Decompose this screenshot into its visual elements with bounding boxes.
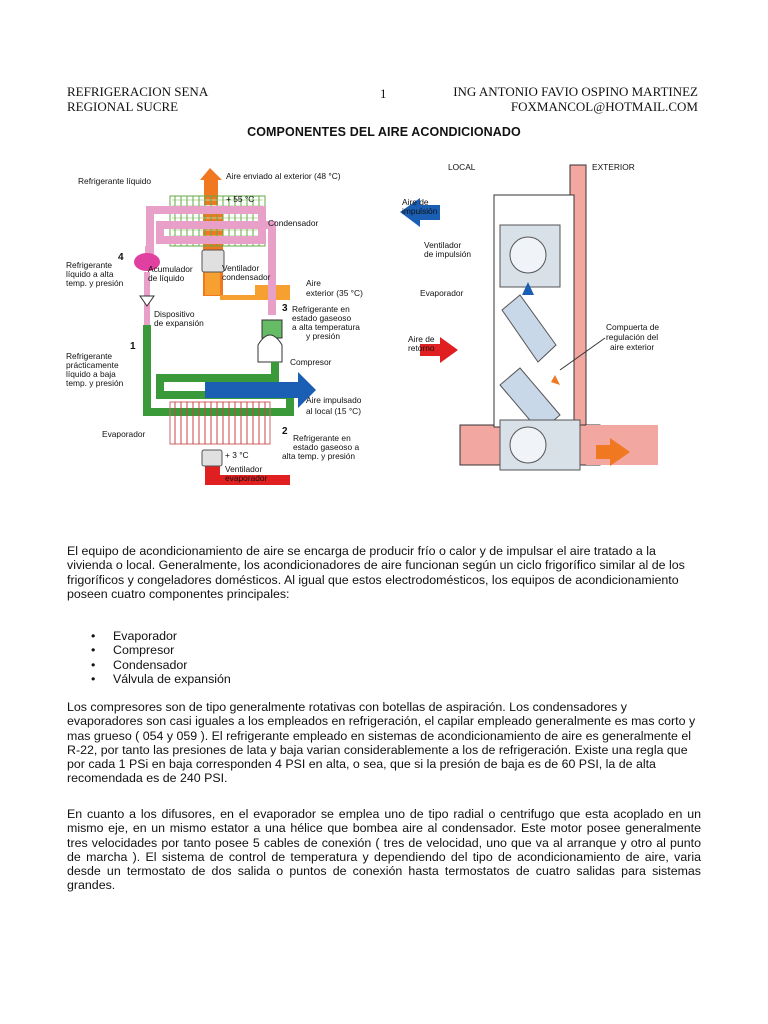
list-item: Condensador [91, 658, 231, 673]
label-num-4: 4 [118, 252, 124, 263]
label-num-1: 1 [130, 341, 136, 352]
expansion-valve [139, 295, 155, 307]
label-ref-baja-3: líquido a baja [66, 369, 116, 379]
cold-air-arrow [205, 372, 316, 408]
components-list: Evaporador Compresor Condensador Válvula… [91, 629, 231, 686]
label-ref-baja-2: prácticamente [66, 360, 119, 370]
label-ventilador-imp-2: de impulsión [424, 249, 471, 259]
accumulator [201, 249, 225, 273]
label-acumulador-2: de líquido [148, 273, 185, 283]
label-compuerta-2: regulación del [606, 332, 658, 342]
diffusers-paragraph: En cuanto a los difusores, en el evapora… [67, 807, 701, 893]
label-ref-gas-alta-3: a alta temperatura [292, 322, 360, 332]
list-item: Evaporador [91, 629, 231, 644]
label-aire-impulsion-2: impulsión [402, 206, 438, 216]
evaporator-fan [201, 449, 223, 467]
label-ref-alta-2: líquido a alta [66, 269, 114, 279]
label-acumulador-1: Acumulador [148, 264, 193, 274]
label-ref-gas-alta-4: y presión [306, 331, 340, 341]
small-exterior-arrow [551, 375, 560, 385]
header-left: REFRIGERACION SENA REGIONAL SUCRE [67, 84, 208, 114]
evaporator-block [501, 294, 557, 363]
label-ref-gas-baja-1: Refrigerante en [293, 433, 351, 443]
label-aire-impulsion-1: Aire de [402, 197, 429, 207]
label-compresor: Compresor [290, 357, 332, 367]
label-ventilador-evap-2: evaporador [225, 473, 268, 483]
compressors-paragraph: Los compresores son de tipo generalmente… [67, 700, 696, 786]
header-right: ING ANTONIO FAVIO OSPINO MARTINEZ FOXMAN… [453, 84, 698, 114]
refrigeration-cycle-diagram: Refrigerante líquido Aire enviado al ext… [66, 168, 363, 485]
label-ref-gas-alta-1: Refrigerante en [292, 304, 350, 314]
label-condensador: Condensador [268, 218, 318, 228]
label-ref-alta-3: temp. y presión [66, 278, 124, 288]
compuerta-leader [559, 337, 606, 371]
label-aire-enviado: Aire enviado al exterior (48 °C) [226, 171, 341, 181]
header-email: FOXMANCOL@HOTMAIL.COM [510, 99, 698, 114]
air-handler-diagram: LOCAL EXTERIOR Aire de impulsión Ventila… [400, 162, 659, 471]
header-author: ING ANTONIO FAVIO OSPINO MARTINEZ [453, 84, 698, 99]
air-conditioning-figure: Refrigerante líquido Aire enviado al ext… [66, 162, 659, 485]
label-compuerta-3: aire exterior [610, 342, 654, 352]
return-air-arrow [420, 337, 458, 363]
page-number: 1 [380, 86, 387, 101]
label-dispositivo-1: Dispositivo [154, 309, 195, 319]
label-ref-gas-baja-2: estado gaseoso a [293, 442, 359, 452]
list-item: Válvula de expansión [91, 672, 231, 687]
header-institution: REFRIGERACION SENA [67, 84, 209, 99]
label-dispositivo-2: de expansión [154, 318, 204, 328]
label-ref-gas-baja-3: alta temp. y presión [282, 451, 355, 461]
exhaust-air-arrow [596, 438, 630, 466]
label-aire-impulsado-1: Aire impulsado [306, 395, 362, 405]
liquid-receiver [134, 253, 160, 271]
label-ventilador-cond-2: condensador [222, 272, 271, 282]
compressor-body [257, 334, 283, 363]
evaporator-coil [169, 401, 271, 445]
page-title: COMPONENTES DEL AIRE ACONDICIONADO [247, 125, 521, 139]
label-refrigerante-liquido: Refrigerante líquido [78, 176, 151, 186]
label-ref-gas-alta-2: estado gaseoso [292, 313, 351, 323]
label-ventilador-cond-1: Ventilador [222, 263, 259, 273]
label-evaporador: Evaporador [102, 429, 146, 439]
label-temp-3: + 3 °C [225, 450, 249, 460]
supply-fan [509, 236, 547, 274]
label-num-2: 2 [282, 426, 288, 437]
small-supply-arrow [522, 282, 534, 295]
intro-paragraph: El equipo de acondicionamiento de aire s… [67, 544, 685, 601]
label-local: LOCAL [448, 162, 476, 172]
label-ref-alta-1: Refrigerante [66, 260, 112, 270]
supply-air-arrow [400, 198, 440, 227]
label-ventilador-imp-1: Ventilador [424, 240, 461, 250]
label-ref-baja-4: temp. y presión [66, 378, 124, 388]
return-air-flow [205, 450, 290, 485]
label-aire-exterior-1: Aire [306, 278, 321, 288]
label-ventilador-evap-1: Ventilador [225, 464, 262, 474]
label-num-3: 3 [282, 303, 288, 314]
header-region: REGIONAL SUCRE [67, 99, 179, 114]
high-pressure-pipe [145, 206, 276, 315]
label-evaporador-right: Evaporador [420, 288, 464, 298]
lower-coil [499, 367, 561, 433]
label-ref-baja-1: Refrigerante [66, 351, 112, 361]
label-aire-retorno-1: Aire de [408, 334, 435, 344]
label-aire-exterior-2: exterior (35 °C) [306, 288, 363, 298]
label-aire-retorno-2: retorno [408, 343, 435, 353]
label-compuerta-1: Compuerta de [606, 322, 659, 332]
label-exterior: EXTERIOR [592, 162, 635, 172]
label-aire-impulsado-2: al local (15 °C) [306, 406, 361, 416]
list-item: Compresor [91, 643, 231, 658]
label-temp-55: + 55 °C [226, 194, 254, 204]
return-fan [509, 426, 547, 464]
